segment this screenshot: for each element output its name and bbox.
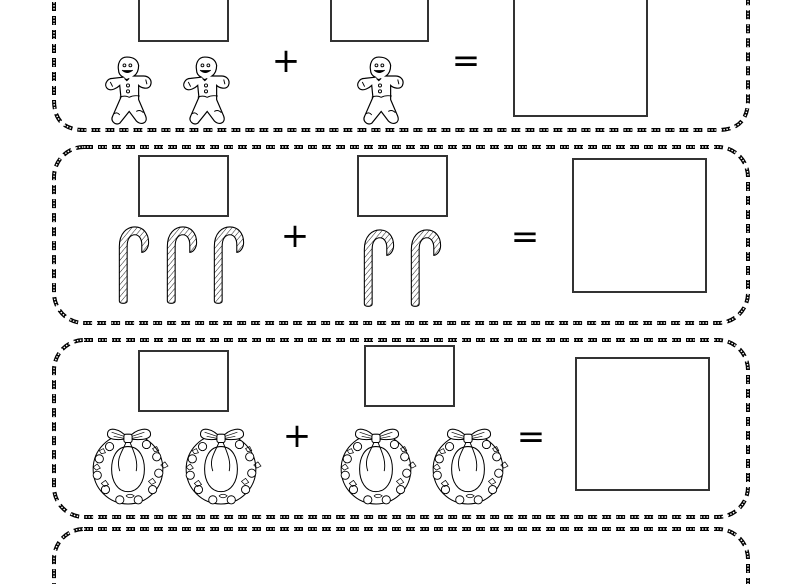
wreath-icon — [92, 428, 169, 505]
right-count-answer-box[interactable] — [364, 345, 455, 407]
candy-cane-icon — [118, 226, 150, 304]
problem-panel-wreaths: + = — [0, 332, 800, 524]
equals-sign: = — [516, 417, 546, 457]
left-count-answer-box[interactable] — [138, 350, 229, 412]
dashed-border — [52, 338, 750, 519]
problem-panel-partial — [0, 524, 800, 584]
gingerbread-man-icon — [357, 56, 404, 125]
gingerbread-man-icon — [183, 56, 230, 125]
right-count-answer-box[interactable] — [357, 155, 448, 217]
problem-panel-candy-canes: + = — [0, 140, 800, 332]
wreath-icon — [185, 428, 262, 505]
wreath-icon — [432, 428, 509, 505]
sum-answer-box[interactable] — [575, 357, 710, 491]
dashed-border — [52, 145, 750, 325]
sum-answer-box[interactable] — [572, 158, 707, 293]
candy-cane-icon — [410, 229, 442, 307]
sum-answer-box[interactable] — [513, 0, 648, 117]
dashed-border — [52, 527, 750, 584]
problem-panel-gingerbread: + = — [0, 0, 800, 140]
wreath-icon — [340, 428, 417, 505]
gingerbread-man-icon — [105, 56, 152, 125]
candy-cane-icon — [166, 226, 198, 304]
plus-sign: + — [280, 216, 310, 256]
candy-cane-icon — [213, 226, 245, 304]
dashed-border — [52, 0, 750, 132]
right-count-answer-box[interactable] — [330, 0, 429, 42]
left-count-answer-box[interactable] — [138, 0, 229, 42]
equals-sign: = — [451, 41, 481, 81]
equals-sign: = — [510, 217, 540, 257]
left-count-answer-box[interactable] — [138, 155, 229, 217]
candy-cane-icon — [363, 229, 395, 307]
plus-sign: + — [282, 416, 312, 456]
plus-sign: + — [271, 41, 301, 81]
